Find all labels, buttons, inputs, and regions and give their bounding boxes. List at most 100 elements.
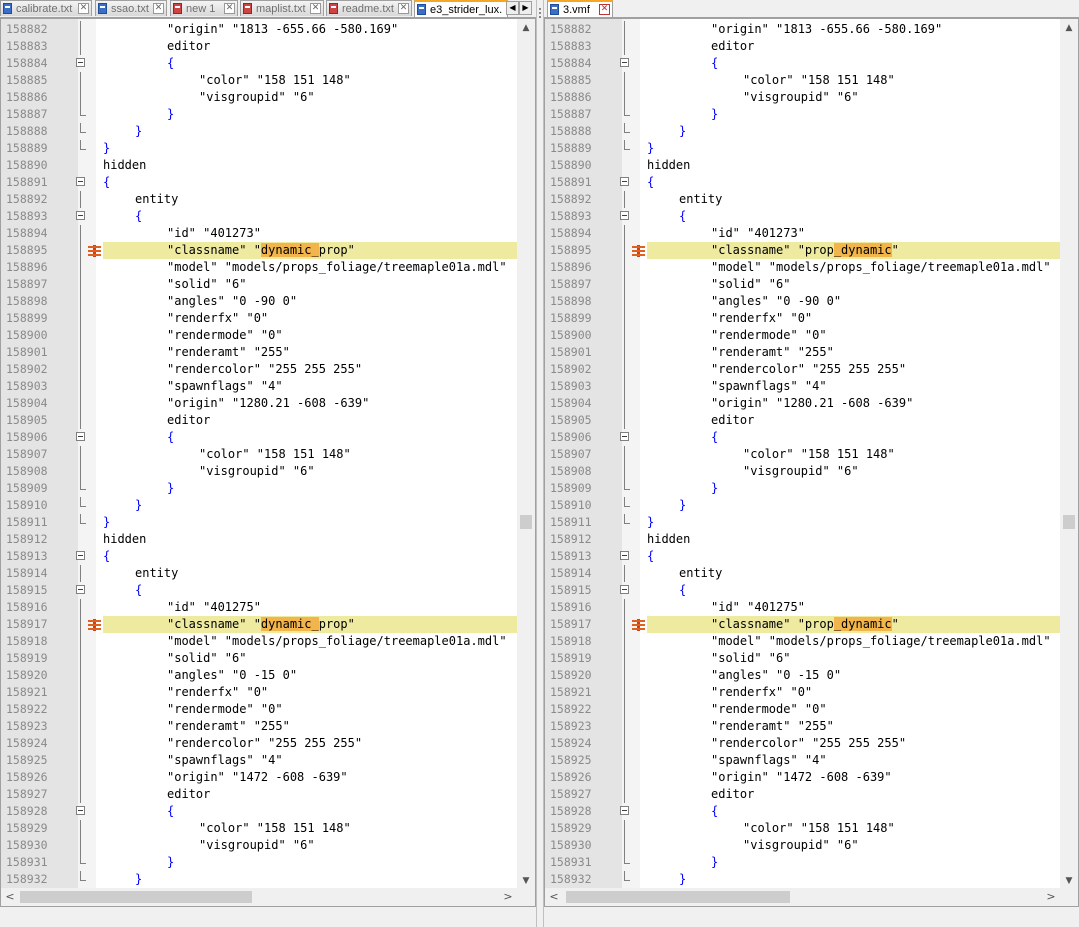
code-text[interactable]: {: [647, 803, 1060, 820]
horizontal-scroll-thumb[interactable]: [566, 891, 790, 903]
horizontal-scrollbar[interactable]: < >: [545, 888, 1078, 906]
code-line[interactable]: 158901"renderamt" "255": [1, 344, 517, 361]
fold-toggle-icon[interactable]: [620, 582, 629, 599]
fold-toggle-icon[interactable]: [76, 803, 85, 820]
fold-toggle-icon[interactable]: [620, 803, 629, 820]
fold-toggle-icon[interactable]: [620, 429, 629, 446]
code-text[interactable]: }: [103, 480, 517, 497]
code-line[interactable]: 158893{: [1, 208, 517, 225]
code-text[interactable]: }: [103, 140, 517, 157]
close-icon[interactable]: ✕: [78, 3, 89, 14]
code-text[interactable]: entity: [647, 565, 1060, 582]
code-line[interactable]: 158924"rendercolor" "255 255 255": [1, 735, 517, 752]
code-line[interactable]: 158889}: [545, 140, 1060, 157]
code-text[interactable]: "rendercolor" "255 255 255": [103, 735, 517, 752]
code-text[interactable]: hidden: [647, 531, 1060, 548]
code-text[interactable]: "id" "401275": [647, 599, 1060, 616]
code-text[interactable]: {: [647, 582, 1060, 599]
view-splitter[interactable]: [536, 0, 544, 927]
code-line[interactable]: 158913{: [1, 548, 517, 565]
code-line[interactable]: 158922"rendermode" "0": [1, 701, 517, 718]
code-line[interactable]: 158899"renderfx" "0": [545, 310, 1060, 327]
code-line[interactable]: 158925"spawnflags" "4": [545, 752, 1060, 769]
code-line[interactable]: 158909}: [545, 480, 1060, 497]
code-line[interactable]: 158930"visgroupid" "6": [545, 837, 1060, 854]
code-line[interactable]: 158888}: [545, 123, 1060, 140]
code-line[interactable]: 158928{: [1, 803, 517, 820]
code-text[interactable]: "model" "models/props_foliage/treemaple0…: [103, 259, 517, 276]
code-text[interactable]: "renderfx" "0": [103, 310, 517, 327]
tab-scroll-right-icon[interactable]: ▶: [519, 1, 532, 15]
code-text[interactable]: {: [647, 208, 1060, 225]
code-text[interactable]: "angles" "0 -90 0": [647, 293, 1060, 310]
tab-new-1[interactable]: new 1 ✕: [170, 0, 238, 16]
code-text[interactable]: "angles" "0 -15 0": [647, 667, 1060, 684]
code-line[interactable]: 158898"angles" "0 -90 0": [1, 293, 517, 310]
code-text[interactable]: "classname" "dynamic_prop": [103, 242, 517, 259]
code-line[interactable]: 158908"visgroupid" "6": [545, 463, 1060, 480]
code-text[interactable]: "model" "models/props_foliage/treemaple0…: [647, 259, 1060, 276]
code-line[interactable]: 158908"visgroupid" "6": [1, 463, 517, 480]
code-line[interactable]: 158906{: [545, 429, 1060, 446]
fold-toggle-icon[interactable]: [620, 174, 629, 191]
code-text[interactable]: }: [103, 497, 517, 514]
code-text[interactable]: editor: [103, 38, 517, 55]
code-text[interactable]: "rendermode" "0": [103, 701, 517, 718]
code-lines[interactable]: 158882"origin" "1813 -655.66 -580.169"15…: [1, 21, 517, 905]
code-text[interactable]: "solid" "6": [647, 276, 1060, 293]
code-line[interactable]: 158885"color" "158 151 148": [545, 72, 1060, 89]
diff-line[interactable]: 158917"classname" "prop_dynamic": [545, 616, 1060, 633]
code-text[interactable]: "visgroupid" "6": [103, 89, 517, 106]
code-line[interactable]: 158907"color" "158 151 148": [1, 446, 517, 463]
code-text[interactable]: "solid" "6": [103, 650, 517, 667]
code-text[interactable]: {: [647, 429, 1060, 446]
code-text[interactable]: "color" "158 151 148": [103, 72, 517, 89]
scroll-right-icon[interactable]: >: [1046, 890, 1056, 903]
code-text[interactable]: "visgroupid" "6": [103, 463, 517, 480]
code-text[interactable]: {: [647, 548, 1060, 565]
tab-ssao[interactable]: ssao.txt ✕: [95, 0, 167, 16]
code-line[interactable]: 158882"origin" "1813 -655.66 -580.169": [545, 21, 1060, 38]
code-text[interactable]: "spawnflags" "4": [647, 752, 1060, 769]
code-text[interactable]: editor: [647, 786, 1060, 803]
tab-e3-strider-lux[interactable]: e3_strider_lux.: [414, 0, 508, 17]
code-line[interactable]: 158900"rendermode" "0": [545, 327, 1060, 344]
code-line[interactable]: 158926"origin" "1472 -608 -639": [1, 769, 517, 786]
code-text[interactable]: editor: [103, 786, 517, 803]
code-text[interactable]: "visgroupid" "6": [647, 463, 1060, 480]
code-text[interactable]: "rendercolor" "255 255 255": [647, 361, 1060, 378]
code-line[interactable]: 158922"rendermode" "0": [545, 701, 1060, 718]
code-line[interactable]: 158915{: [1, 582, 517, 599]
code-line[interactable]: 158910}: [1, 497, 517, 514]
code-line[interactable]: 158907"color" "158 151 148": [545, 446, 1060, 463]
fold-toggle-icon[interactable]: [76, 174, 85, 191]
code-text[interactable]: "visgroupid" "6": [647, 837, 1060, 854]
code-text[interactable]: "renderamt" "255": [103, 344, 517, 361]
code-text[interactable]: }: [647, 854, 1060, 871]
close-icon[interactable]: ✕: [224, 3, 235, 14]
code-text[interactable]: "angles" "0 -15 0": [103, 667, 517, 684]
code-line[interactable]: 158891{: [1, 174, 517, 191]
code-text[interactable]: "solid" "6": [647, 650, 1060, 667]
tab-maplist[interactable]: maplist.txt ✕: [240, 0, 324, 16]
code-line[interactable]: 158897"solid" "6": [545, 276, 1060, 293]
code-text[interactable]: hidden: [647, 157, 1060, 174]
scroll-left-icon[interactable]: <: [549, 890, 559, 903]
vertical-scroll-thumb[interactable]: [520, 515, 532, 529]
code-text[interactable]: {: [103, 548, 517, 565]
code-text[interactable]: {: [103, 55, 517, 72]
code-text[interactable]: "origin" "1280.21 -608 -639": [103, 395, 517, 412]
fold-toggle-icon[interactable]: [620, 55, 629, 72]
code-text[interactable]: "id" "401275": [103, 599, 517, 616]
code-line[interactable]: 158884{: [545, 55, 1060, 72]
vertical-scroll-thumb[interactable]: [1063, 515, 1075, 529]
code-text[interactable]: hidden: [103, 531, 517, 548]
code-line[interactable]: 158916"id" "401275": [1, 599, 517, 616]
code-text[interactable]: entity: [647, 191, 1060, 208]
code-line[interactable]: 158921"renderfx" "0": [1, 684, 517, 701]
